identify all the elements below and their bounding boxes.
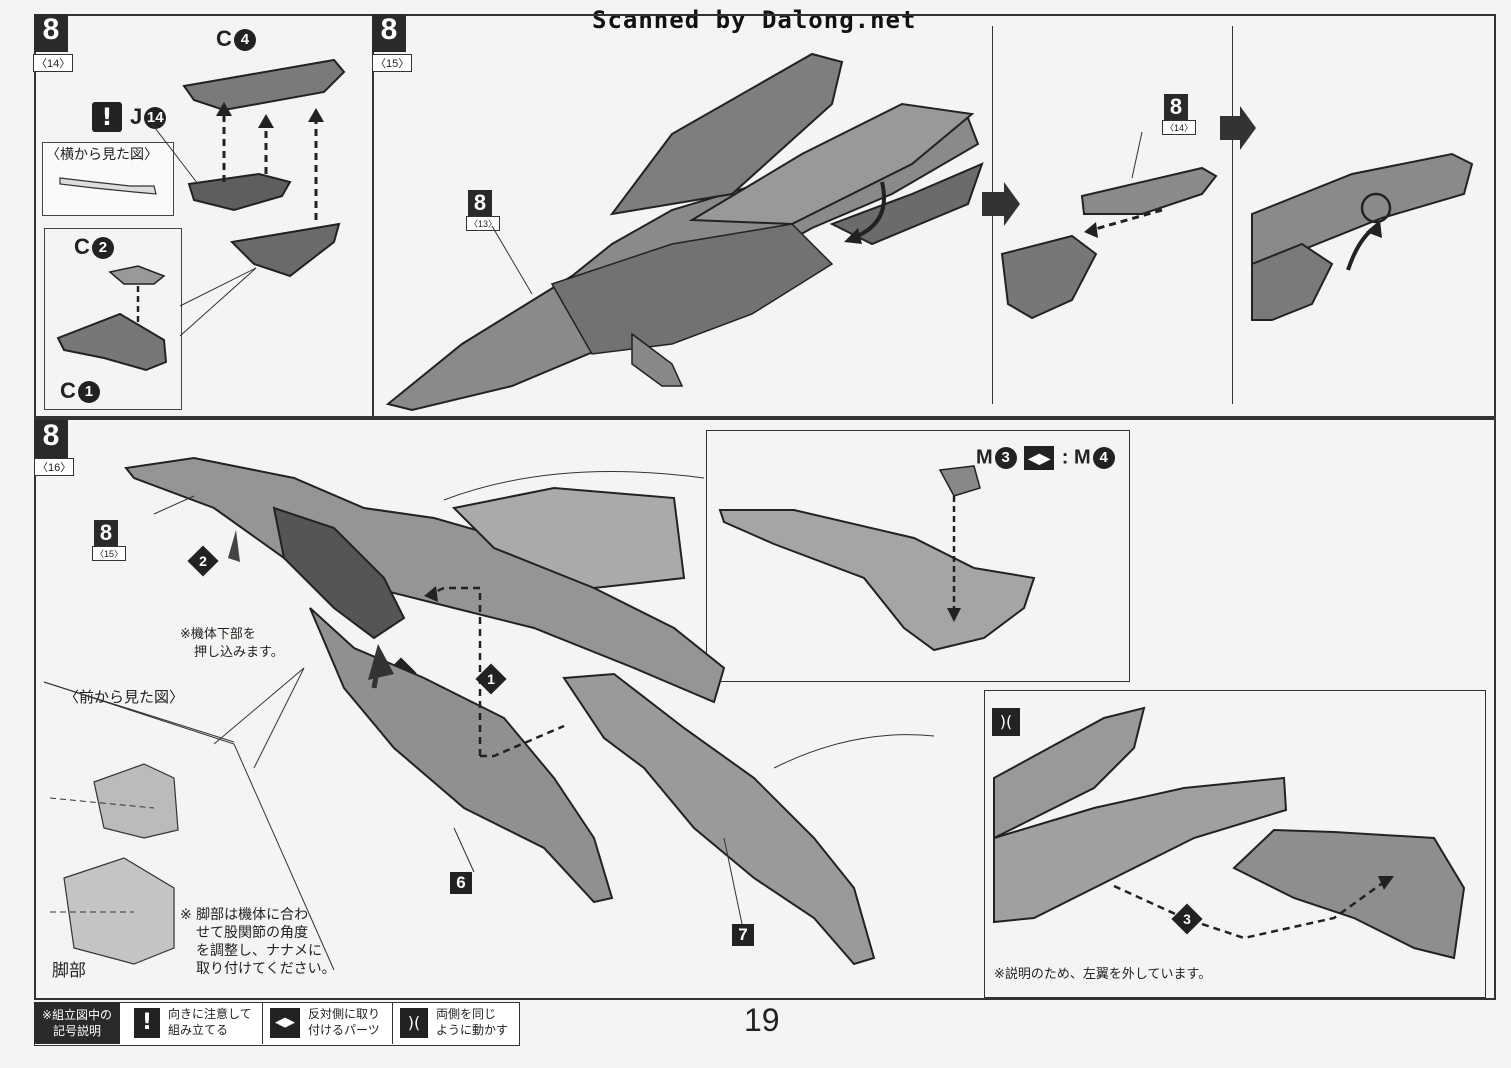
step-15-panel (372, 14, 1496, 418)
ref-badge-15: 8 (94, 520, 118, 546)
step-number: 8 (42, 13, 60, 46)
legend-title: ※組立図中の 記号説明 (34, 1002, 120, 1044)
step-badge-16: 8 (34, 420, 68, 458)
legend-item-mirror: ◀▶ 反対側に取り 付けるパーツ (266, 1006, 388, 1042)
part-6-number: 6 (450, 872, 472, 894)
divider-2 (1232, 26, 1233, 404)
ref-sub-14: 〈14〉 (1162, 120, 1197, 135)
sub-assembly-box (44, 228, 182, 410)
step-16-panel (34, 418, 1496, 1000)
legend-item-caution: ! 向きに注意して 組み立てる (128, 1006, 258, 1042)
mirror-detail-box (706, 430, 1130, 682)
legend-caution-icon: ! (134, 1008, 160, 1038)
leg-note: ※ 脚部は機体に合わ せて股関節の角度 を調整し、ナナメに 取り付けてください。 (180, 907, 336, 977)
step-sub-15: 〈15〉 (372, 54, 413, 72)
legend-both-sides-icon: )( (400, 1008, 428, 1038)
legend-item-both-sides: )( 両側を同じ ように動かす (396, 1006, 516, 1042)
step-16-drawing (43, 456, 1466, 971)
step-sub-16: 〈16〉 (34, 458, 75, 476)
step-15-drawing (385, 52, 1474, 412)
step-badge-14: 8 (34, 14, 68, 52)
side-view-label: 〈横から見た図〉 (46, 147, 158, 163)
ref-badge-14: 8 (1164, 94, 1188, 120)
both-sides-detail-box (984, 690, 1486, 998)
mirror-icon: ◀▶ (1024, 446, 1055, 470)
part-7-number: 7 (732, 924, 754, 946)
page-number: 19 (744, 1002, 780, 1038)
ref-sub-15: 〈15〉 (92, 546, 127, 561)
step-14-drawing (56, 58, 346, 372)
legend-mirror-icon: ◀▶ (270, 1008, 300, 1038)
leg-label: 脚部 (52, 961, 86, 981)
watermark: Scanned by Dalong.net (592, 6, 917, 34)
front-view-label: 〈前から見た図〉 (64, 688, 185, 706)
ref-sub-13: 〈13〉 (466, 216, 501, 231)
wing-note: ※説明のため、左翼を外しています。 (994, 967, 1212, 982)
step-badge-15: 8 (372, 14, 406, 52)
ref-badge-13: 8 (468, 190, 492, 216)
caution-icon: ! (92, 102, 122, 132)
push-note: ※機体下部を 押し込みます。 (180, 627, 284, 660)
step-sub-14: 〈14〉 (33, 54, 74, 72)
both-sides-icon: )( (992, 708, 1020, 736)
